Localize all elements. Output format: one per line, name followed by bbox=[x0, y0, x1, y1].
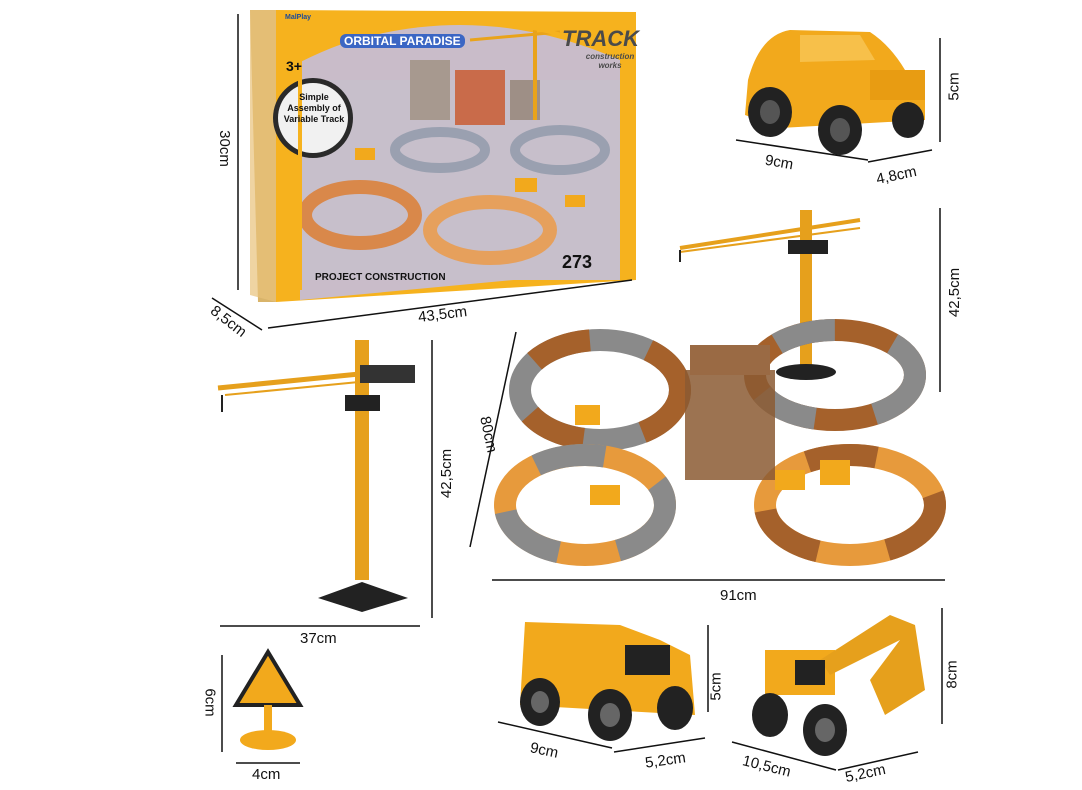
piece-count: 273 bbox=[562, 252, 593, 272]
product-name: PROJECT CONSTRUCTION bbox=[315, 272, 446, 283]
crane-left bbox=[217, 340, 415, 612]
track-set bbox=[494, 319, 946, 566]
crane-width-label: 37cm bbox=[300, 630, 337, 647]
suv-car bbox=[745, 30, 925, 155]
box-title: TRACK bbox=[562, 26, 639, 51]
box-subtitle: construction works bbox=[585, 52, 635, 70]
truck-height-label: 5cm bbox=[707, 672, 725, 701]
road-sign bbox=[232, 648, 304, 750]
excavator bbox=[752, 615, 925, 756]
car-height-label: 5cm bbox=[945, 72, 963, 101]
crane-height-label: 42,5cm bbox=[438, 448, 456, 499]
brand-label: MalPlay bbox=[285, 14, 312, 21]
badge-text: Simple Assembly of Variable Track bbox=[283, 92, 345, 124]
series-label: ORBITAL PARADISE bbox=[340, 34, 465, 48]
sign-width-label: 4cm bbox=[252, 766, 281, 783]
box-height-label: 30cm bbox=[215, 130, 233, 167]
track-width-label: 91cm bbox=[720, 587, 757, 604]
excavator-height-label: 8cm bbox=[943, 660, 961, 689]
dimension-lines bbox=[211, 14, 945, 771]
dump-truck bbox=[520, 622, 695, 741]
sign-height-label: 6cm bbox=[201, 688, 219, 717]
crane-top-height-label: 42,5cm bbox=[946, 267, 964, 318]
age-label: 3+ bbox=[286, 58, 302, 74]
